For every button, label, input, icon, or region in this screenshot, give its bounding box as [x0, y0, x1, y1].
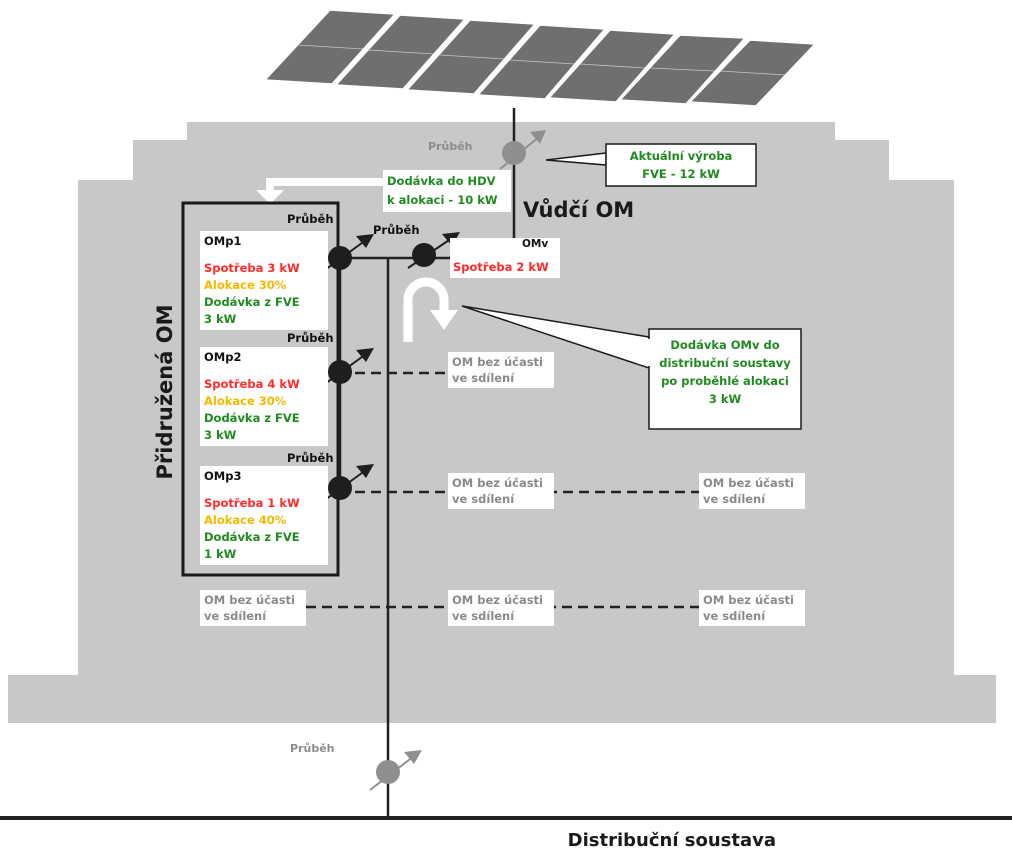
omp2-allocation: Alokace 30% [204, 394, 287, 408]
production-callout-box [605, 143, 757, 187]
associated-om-title: Přidružená OM [153, 305, 177, 480]
non-participant-line1: OM bez účasti [452, 476, 544, 490]
omp3-consumption: Spotřeba 1 kW [204, 496, 300, 510]
meter-label-grid: Průběh [290, 742, 335, 755]
omp2-consumption: Spotřeba 4 kW [204, 377, 300, 391]
non-participant-line2: ve sdílení [452, 371, 515, 385]
non-participant-line2: ve sdílení [452, 492, 515, 506]
omv-supply-line2: distribuční soustavy [659, 356, 791, 370]
non-participant-om-2: OM bez účasti ve sdílení [448, 473, 554, 509]
non-participant-line1: OM bez účasti [204, 593, 296, 607]
non-participant-line2: ve sdílení [703, 492, 766, 506]
non-participant-line1: OM bez účasti [452, 355, 544, 369]
omv-id: OMv [522, 238, 549, 250]
omp2-box: OMp2 Spotřeba 4 kW Alokace 30% Dodávka z… [200, 347, 328, 446]
production-callout-line1: Aktuální výroba [629, 149, 733, 163]
u-turn-arrow [403, 277, 458, 342]
omp3-supply: Dodávka z FVE [204, 530, 300, 544]
meter-label-omp3: Průběh [287, 451, 334, 465]
omp1-allocation: Alokace 30% [204, 278, 287, 292]
non-participant-line1: OM bez účasti [703, 476, 795, 490]
non-participant-om-1: OM bez účasti ve sdílení [448, 352, 554, 388]
omp3-allocation: Alokace 40% [204, 513, 287, 527]
hdv-supply-line2: k alokaci - 10 kW [387, 193, 498, 207]
non-participant-line1: OM bez účasti [452, 593, 544, 607]
omp1-supply: Dodávka z FVE [204, 295, 300, 309]
omp2-supply-value: 3 kW [204, 428, 237, 442]
omv-supply-line4: 3 kW [708, 392, 742, 406]
omv-consumption: Spotřeba 2 kW [453, 260, 549, 274]
omp3-id: OMp3 [204, 469, 242, 483]
meter-label-omp1: Průběh [287, 212, 334, 226]
omp3-supply-value: 1 kW [204, 547, 237, 561]
omp1-consumption: Spotřeba 3 kW [204, 261, 300, 275]
associated-om-frame [181, 201, 340, 577]
non-participant-om-4: OM bez účasti ve sdílení [200, 590, 306, 626]
omv-box: OMv Spotřeba 2 kW [450, 238, 560, 278]
leading-om-title: Vůdčí OM [523, 198, 635, 222]
meter-label-omp2: Průběh [287, 331, 334, 345]
hdv-supply-label: Dodávka do HDV k alokaci - 10 kW [383, 170, 511, 212]
grid-label: Distribuční soustava [567, 830, 776, 851]
meter-pv [499, 130, 546, 170]
meter-grid [369, 750, 422, 791]
omp1-id: OMp1 [204, 234, 242, 248]
non-participant-line2: ve sdílení [703, 609, 766, 623]
production-callout: Aktuální výroba FVE - 12 kW [606, 147, 756, 183]
omp2-supply: Dodávka z FVE [204, 411, 300, 425]
omp3-box: OMp3 Spotřeba 1 kW Alokace 40% Dodávka z… [200, 466, 328, 565]
omp2-id: OMp2 [204, 350, 242, 364]
non-participant-line2: ve sdílení [452, 609, 515, 623]
meter-label-omv: Průběh [373, 223, 420, 237]
non-participant-om-5: OM bez účasti ve sdílení [448, 590, 554, 626]
hdv-supply-line1: Dodávka do HDV [387, 174, 496, 188]
omv-supply-line1: Dodávka OMv do [670, 338, 780, 352]
omv-supply-line3: po proběhlé alokaci [661, 374, 789, 388]
omv-supply-callout: Dodávka OMv do distribuční soustavy po p… [649, 336, 801, 408]
non-participant-om-3: OM bez účasti ve sdílení [699, 473, 805, 509]
non-participant-line2: ve sdílení [204, 609, 267, 623]
omp1-box: OMp1 Spotřeba 3 kW Alokace 30% Dodávka z… [200, 231, 328, 330]
non-participant-line1: OM bez účasti [703, 593, 795, 607]
wiring [0, 108, 1012, 820]
non-participant-om-6: OM bez účasti ve sdílení [699, 590, 805, 626]
meter-label-pv: Průběh [428, 140, 473, 153]
solar-panels [263, 9, 817, 107]
omv-callout-box [648, 328, 802, 430]
omp1-supply-value: 3 kW [204, 312, 237, 326]
production-callout-line2: FVE - 12 kW [642, 167, 720, 181]
